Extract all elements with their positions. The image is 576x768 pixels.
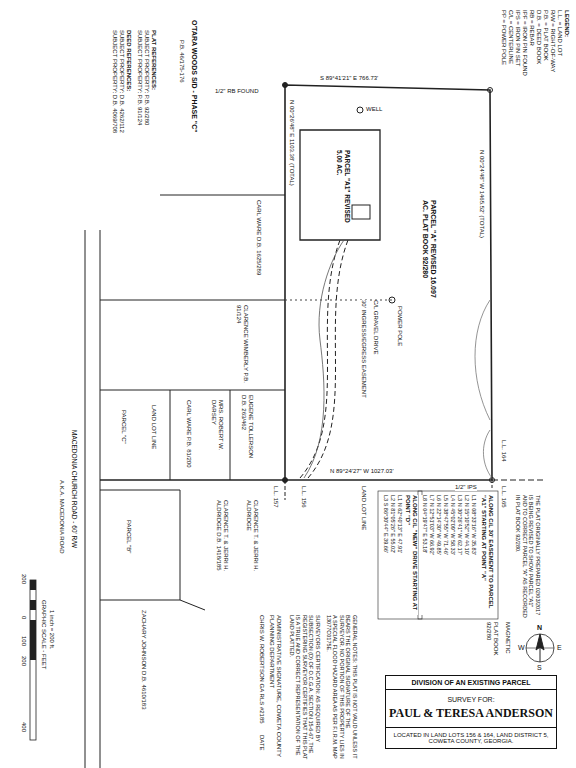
plat-label: LAND LOT LINE [150,405,157,465]
plat-label: L.L. 165 [500,486,507,521]
plat-label: CLARENCE WIMBERLY P.B. 91/124 [235,305,249,385]
plat-label: RB = REBAR [528,10,535,180]
plat-label: S 89°41'21" E 766.73' [320,75,378,82]
plat-label: SUBJECT PROPERTY: D.B. 4069/708 [111,30,118,180]
plat-label: MACEDONIA CHURCH ROAD - 60' R/W [70,430,78,640]
plat-label: N 89°24'27" W 1027.03' [330,468,394,475]
title-text: PAUL & TERESA ANDERSON [386,703,556,727]
plat-label: C/L = CENTERLINE [507,10,514,180]
plat-label: P.B. 46/175-176 [178,40,185,130]
plat-label: MAGNETIC [504,622,511,667]
plat-label: 1/2" RB FOUND [215,88,258,95]
plat-label: P.B. = PLAT BOOK [542,10,549,180]
plat-label: PARCEL "C" [120,410,127,455]
plat-label: SURVEYORS CERTIFICATION: AS REQUIRED BY … [288,615,321,760]
title-block: DIVISION OF AN EXISTING PARCELSURVEY FOR… [385,675,557,749]
title-text: SURVEY FOR: [386,690,556,703]
plat-label: CLARENCE T. & JERRI H. ALDRIDGE [245,500,259,600]
plat-label: L.L. 157 [272,486,279,521]
plat-label: L1 N 62°40'13" E 47.91' [396,495,403,615]
plat-label: L.L. 164 [500,440,507,475]
plat-label: SUBJECT PROPERTY: P.B. 91/124 [136,30,143,180]
plat-label: 200 [20,574,27,590]
plat-label: E [557,644,562,652]
plat-label: 200 [20,656,27,672]
plat-label: PARCEL "B" [125,520,132,570]
plat-label: CARL WARE D.B. 1625/289 [255,200,262,290]
plat-label: ZACHARY JOHNSON D.B. 4610/183 [140,610,147,720]
plat-label: SUBJECT PROPERTY: D.B. 4262/112 [118,30,125,180]
plat-label: D.B. = DEED BOOK [535,10,542,180]
plat-label: 0 [20,616,27,626]
plat-label: GRAPHIC SCALE - FEET [40,600,47,710]
plat-label: S [537,664,542,672]
plat-label: DATE [258,735,265,760]
plat-label: SUBJECT PROPERTY: P.B. 92/280 [143,30,150,180]
plat-label: ALONG C/L 30' EASEMENT TO PARCEL "A1" ST… [480,495,494,615]
title-text: DIVISION OF AN EXISTING PARCEL [386,676,556,690]
plat-label: PARCEL "A1" REVISED 5.00 AC. [335,150,351,230]
plat-label: L4 N 45°02'09" W 58.33' [449,495,456,615]
plat-label: EUGENE TOLLERSON D.B. 263/462 [240,395,254,470]
plat-label: 30' INGRESS/EGRESS EASEMENT [360,300,367,410]
plat-label: PLAT REFERENCES: [150,30,157,180]
title-text: LOCATED IN LAND LOTS 156 & 164, LAND DIS… [386,727,556,748]
plat-label: R/W = RIGHT-OF-WAY [549,10,556,180]
plat-label: PARCEL "A" REVISED 16.097 AC. PLAT BOOK … [420,200,437,310]
plat-label: L3 S 86°30'44" E 39.66' [382,495,389,615]
plat-label: CLARENCE T. & JERRI H. ALDRIDGE D.B. 141… [215,500,229,600]
plat-label: CHRIS W. ROBERTSON GA RLS #2185 [258,615,265,725]
plat-label: L8 N 04°19'47" E 53.18' [421,495,428,615]
plat-label: CARL WARE P.B. 81/200 [185,400,192,470]
plat-label: L5 N 38°47'55" W 71.46' [442,495,449,615]
plat-label: 400 [20,722,27,738]
plat-label: LAND LOT LINE [360,486,367,546]
plat-label: LEGEND: [563,10,570,180]
plat-label: C/L GRAVEL DRIVE [372,300,379,380]
plat-label: O'TARA WOODS S/D - PHASE "C" [190,20,198,180]
plat-label: N 00°26'48" E 1103.38' (TOTAL) [288,100,295,230]
plat-label: L7 N 12°51'03" W 66.92' [428,495,435,615]
plat-label: IPF = IRON PIN FOUND [521,10,528,180]
plat-label: WELL [366,106,382,113]
plat-label: L2 N 15°10'52" W 44.10' [463,495,470,615]
plat-label: MRS. ROBERT W. DARSEY [210,400,224,475]
plat-label: L3 N 30°26'41" W 62.17' [456,495,463,615]
plat-label: GENERAL NOTES: THIS PLAT IS NOT VALID UN… [325,615,358,760]
plat-label: L2 N 81°05'26" E 55.02' [389,495,396,615]
plat-label: L6 N 22°14'30" W 49.85' [435,495,442,615]
plat-label: PP = POWER POLE [500,10,507,180]
plat-label: 1/2" IPS [455,484,477,491]
plat-label: PLAT BOOK 92/280 [485,622,499,672]
plat-label: N 00°24'48" W 1465.52' (TOTAL) [478,150,485,290]
plat-label: POWER POLE [396,306,403,356]
plat-label: IPS = IRON PIN SET [514,10,521,180]
plat-label: DEED REFERENCES: [125,30,132,180]
plat-label: ADMINISTRATIVE SIGNATURE, COWETA COUNTY … [268,615,282,760]
plat-label: N [537,624,542,632]
plat-label: THE PLAT ORIGINALLY PREPARED 02/03/2017 … [515,495,541,620]
plat-label: 100 [20,636,27,652]
plat-label: A.K.A. MACEDONIA ROAD [58,480,65,590]
plat-label: W [518,644,525,652]
plat-label: L.L. = LAND LOT [556,10,563,180]
plat-label: 1 inch = 200 ft. [48,610,55,710]
plat-label: L1 N 08°33'16" W 35.83' [470,495,477,615]
plat-label: L.L. 156 [300,486,307,521]
plat-label: ALONG C/L "NEW" DRIVE STARTING AT POINT … [404,495,418,615]
